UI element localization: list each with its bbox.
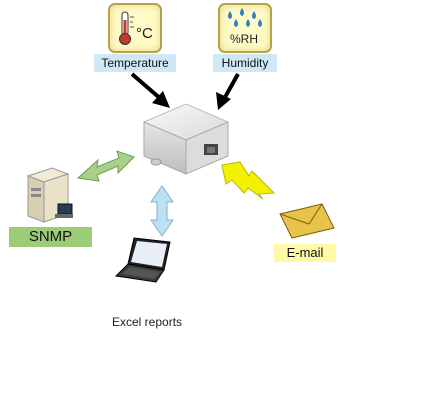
email-label: E-mail: [274, 244, 336, 262]
envelope-icon: [279, 203, 335, 239]
snmp-link-arrow: [76, 150, 135, 182]
temperature-label: Temperature: [94, 54, 176, 72]
excel-reports-label: Excel reports: [112, 315, 183, 329]
humidity-to-device-arrow: [216, 73, 240, 110]
laptop-icon: [114, 237, 171, 283]
temperature-to-device-arrow: [130, 72, 170, 108]
thermometer-icon: [119, 11, 134, 45]
temperature-sensor-card: °C: [108, 3, 162, 53]
email-link-arrow: [221, 161, 276, 200]
server-icon: [26, 167, 73, 223]
temperature-unit: °C: [136, 25, 153, 42]
humidity-unit: %RH: [230, 32, 259, 46]
water-drops-icon: [228, 8, 262, 27]
snmp-label: SNMP: [9, 227, 92, 247]
humidity-sensor-card: %RH: [218, 3, 272, 53]
sensor-device-icon: [142, 103, 230, 175]
humidity-label: Humidity: [213, 54, 277, 72]
excel-link-arrow: [150, 185, 174, 237]
